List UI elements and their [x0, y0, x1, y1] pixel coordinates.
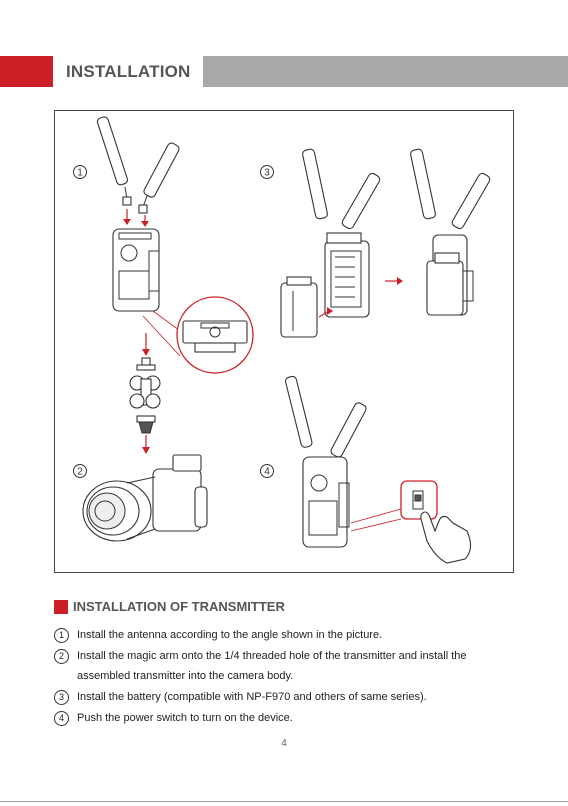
transmitter-rear-icon: [325, 233, 369, 317]
header-bar: [203, 56, 568, 87]
step-text: Install the battery (compatible with NP-…: [77, 691, 427, 703]
page-number: 4: [0, 738, 568, 749]
step-number: 1: [54, 628, 69, 643]
camera-icon: [83, 455, 207, 541]
installation-illustration: 1 2 3 4: [54, 110, 514, 573]
instruction-step: 2 Install the magic arm onto the 1/4 thr…: [54, 646, 514, 686]
instruction-step: 1 Install the antenna according to the a…: [54, 625, 514, 645]
antenna-icon: [285, 376, 368, 459]
section-title: INSTALLATION OF TRANSMITTER: [73, 599, 285, 614]
transmitter-icon: [303, 457, 349, 547]
arrow-right-icon: [385, 277, 403, 285]
antenna-icon: [410, 149, 491, 230]
step-label-1: 1: [74, 166, 87, 179]
svg-text:2: 2: [77, 467, 83, 478]
arrow-down-icon: [142, 435, 150, 454]
arrow-down-icon: [142, 333, 150, 356]
mount-detail-zoom: [143, 297, 253, 373]
section-marker: [54, 600, 68, 614]
transmitter-icon: [113, 229, 159, 311]
section-header: INSTALLATION: [0, 56, 568, 87]
svg-text:1: 1: [77, 168, 83, 179]
instruction-list: 1 Install the antenna according to the a…: [54, 625, 514, 729]
svg-text:3: 3: [264, 168, 270, 179]
magic-arm-icon: [130, 358, 160, 433]
hand-icon: [421, 512, 471, 563]
header-accent-block: [0, 56, 53, 87]
step-text: Push the power switch to turn on the dev…: [77, 712, 293, 724]
step-text: Install the magic arm onto the 1/4 threa…: [77, 650, 467, 682]
footer-divider: [0, 801, 568, 802]
page-title: INSTALLATION: [66, 62, 191, 82]
transmitter-with-battery-icon: [427, 235, 473, 315]
step-label-4: 4: [261, 465, 274, 478]
battery-icon: [281, 277, 317, 337]
instruction-step: 3 Install the battery (compatible with N…: [54, 687, 514, 707]
step-number: 4: [54, 711, 69, 726]
installation-diagram: 1 2 3 4: [55, 111, 515, 574]
step-label-2: 2: [74, 465, 87, 478]
antenna-left-icon: [96, 116, 131, 205]
step-text: Install the antenna according to the ang…: [77, 629, 382, 641]
antenna-right-icon: [139, 142, 180, 213]
antenna-icon: [302, 149, 381, 230]
instruction-step: 4 Push the power switch to turn on the d…: [54, 708, 514, 728]
step-label-3: 3: [261, 166, 274, 179]
step-number: 2: [54, 649, 69, 664]
step-number: 3: [54, 690, 69, 705]
svg-text:4: 4: [264, 467, 270, 478]
